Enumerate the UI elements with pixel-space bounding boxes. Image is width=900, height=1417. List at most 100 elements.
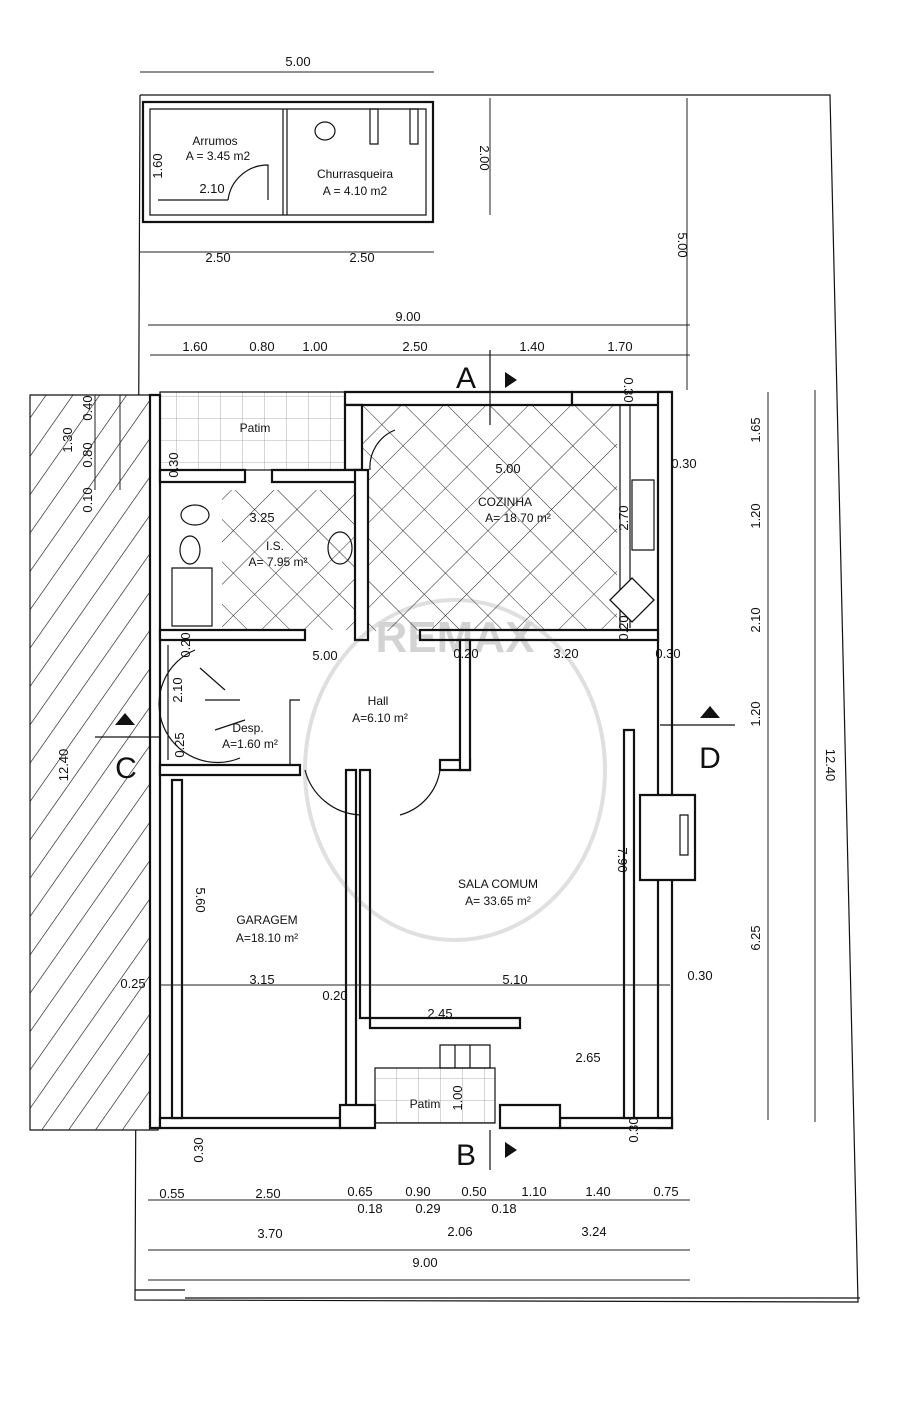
room-desp-name: Desp. <box>232 721 263 735</box>
room-hall-name: Hall <box>368 694 389 708</box>
room-is-area: A= 7.95 m² <box>248 555 307 569</box>
section-letters: A B C D <box>115 362 721 1172</box>
dim-text: 0.18 <box>357 1201 382 1216</box>
dim-text: 0.80 <box>80 442 95 467</box>
room-arrumos-name: Arrumos <box>192 134 237 148</box>
dim-text: 2.06 <box>447 1224 472 1239</box>
dim-text: 5.00 <box>312 648 337 663</box>
hatched-strip <box>30 395 158 1130</box>
section-markers <box>95 350 735 1170</box>
dim-text: 0.50 <box>461 1184 486 1199</box>
dim-text: 5.00 <box>285 54 310 69</box>
room-cozinha-name: COZINHA <box>478 495 532 509</box>
dim-text: 2.10 <box>748 607 763 632</box>
dim-text: 0.30 <box>687 968 712 983</box>
dim-text: 0.55 <box>159 1186 184 1201</box>
dim-text: 12.40 <box>823 749 838 782</box>
room-patim-bottom: Patim <box>410 1097 441 1111</box>
house-walls <box>150 392 695 1128</box>
dim-text: 0.80 <box>249 339 274 354</box>
dim-text: 3.25 <box>249 510 274 525</box>
outbuilding <box>143 102 433 222</box>
dim-text: 0.18 <box>491 1201 516 1216</box>
dim-text: 0.30 <box>655 646 680 661</box>
dim-text: 2.45 <box>427 1006 452 1021</box>
dim-text: 5.60 <box>193 887 208 912</box>
room-labels: Arrumos A = 3.45 m2 Churrasqueira A = 4.… <box>186 134 551 1111</box>
dimension-texts: 5.00 2.50 2.50 2.00 1.60 2.10 5.00 9.00 … <box>56 54 838 1270</box>
room-is-name: I.S. <box>266 539 284 553</box>
stove-icon <box>610 578 654 622</box>
dim-text: 2.50 <box>402 339 427 354</box>
dim-text: 0.30 <box>621 377 636 402</box>
watermark-text: REMAX <box>376 613 535 662</box>
dim-text: 7.90 <box>615 847 630 872</box>
room-cozinha-area: A= 18.70 m² <box>485 511 551 525</box>
dim-text: 0.90 <box>405 1184 430 1199</box>
dim-text: 1.40 <box>519 339 544 354</box>
dim-text: 1.10 <box>521 1184 546 1199</box>
dim-text: 0.20 <box>322 988 347 1003</box>
dim-text: 0.75 <box>653 1184 678 1199</box>
section-a: A <box>456 362 476 395</box>
kitchen-floor <box>362 403 617 631</box>
dim-text: 12.40 <box>56 749 71 782</box>
dim-text: 2.00 <box>477 145 492 170</box>
dim-text: 0.10 <box>80 487 95 512</box>
dim-text: 1.60 <box>182 339 207 354</box>
dim-text: 2.50 <box>205 250 230 265</box>
dim-text: 0.30 <box>191 1137 206 1162</box>
dim-text: 9.00 <box>395 309 420 324</box>
dim-text: 2.10 <box>170 677 185 702</box>
patio-top <box>160 392 345 470</box>
room-garagem-area: A=18.10 m² <box>236 931 298 945</box>
dim-text: 1.65 <box>748 417 763 442</box>
dim-text: 0.25 <box>172 732 187 757</box>
dim-text: 1.70 <box>607 339 632 354</box>
dim-text: 1.20 <box>748 701 763 726</box>
room-churrasqueira-name: Churrasqueira <box>317 167 393 181</box>
dim-text: 6.25 <box>748 925 763 950</box>
bathroom-floor <box>222 490 360 630</box>
section-c: C <box>115 752 137 785</box>
dim-text: 0.25 <box>120 976 145 991</box>
dim-text: 1.60 <box>150 153 165 178</box>
dim-text: 1.00 <box>302 339 327 354</box>
dim-text: 9.00 <box>412 1255 437 1270</box>
room-arrumos-area: A = 3.45 m2 <box>186 149 251 163</box>
dim-text: 0.65 <box>347 1184 372 1199</box>
dim-text: 1.00 <box>450 1085 465 1110</box>
room-patim-top: Patim <box>240 421 271 435</box>
remax-watermark: REMAX <box>303 598 607 942</box>
dim-text: 3.70 <box>257 1226 282 1241</box>
bathroom-fixtures <box>172 504 353 626</box>
dim-text: 3.15 <box>249 972 274 987</box>
sink-icon <box>314 121 336 141</box>
room-hall-area: A=6.10 m² <box>352 711 408 725</box>
room-sala-area: A= 33.65 m² <box>465 894 531 908</box>
dim-text: 2.50 <box>349 250 374 265</box>
dim-text: 2.65 <box>575 1050 600 1065</box>
dim-text: 5.00 <box>675 232 690 257</box>
room-desp-area: A=1.60 m² <box>222 737 278 751</box>
room-churrasqueira-area: A = 4.10 m2 <box>323 184 388 198</box>
dim-text: 5.10 <box>502 972 527 987</box>
dim-text: 3.20 <box>553 646 578 661</box>
dim-text: 0.30 <box>166 452 181 477</box>
dim-text: 0.40 <box>80 395 95 420</box>
dim-text: 1.30 <box>60 427 75 452</box>
section-b: B <box>456 1139 476 1172</box>
dim-text: 1.40 <box>585 1184 610 1199</box>
dim-text: 0.20 <box>178 632 193 657</box>
dim-text: 5.00 <box>495 461 520 476</box>
dim-text: 2.10 <box>199 181 224 196</box>
dim-text: 3.24 <box>581 1224 606 1239</box>
section-d: D <box>699 742 721 775</box>
dim-text: 2.70 <box>616 505 631 530</box>
room-garagem-name: GARAGEM <box>236 913 297 927</box>
dimension-lines <box>95 72 815 1280</box>
dim-text: 1.20 <box>748 503 763 528</box>
dim-text: 0.20 <box>453 646 478 661</box>
dim-text: 2.50 <box>255 1186 280 1201</box>
